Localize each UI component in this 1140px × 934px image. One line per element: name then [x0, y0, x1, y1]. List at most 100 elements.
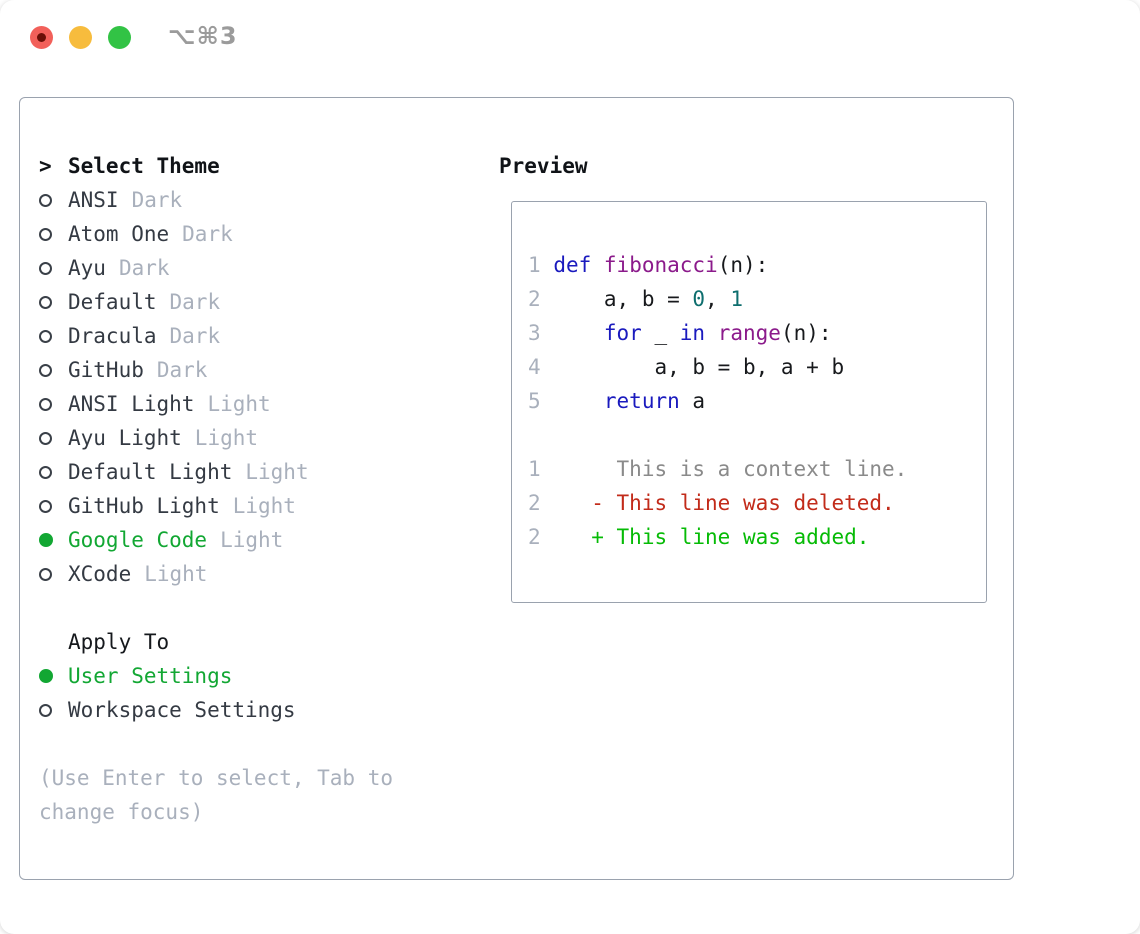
theme-option[interactable]: ANSI Dark [39, 183, 393, 217]
code-token: def [553, 253, 592, 277]
code-token: (n): [780, 321, 832, 345]
theme-variant-label: Dark [131, 188, 183, 212]
code-token: in [679, 321, 706, 345]
theme-option[interactable]: GitHub Dark [39, 353, 393, 387]
theme-name: XCode [68, 562, 132, 586]
theme-variant-label: Light [232, 494, 296, 518]
apply-to-option[interactable]: Workspace Settings [39, 693, 393, 727]
code-token: 1 [730, 287, 743, 311]
radio-icon [39, 397, 52, 411]
code-token: (n): [717, 253, 769, 277]
line-number: 5 [528, 389, 541, 413]
theme-variant-label: Dark [156, 358, 208, 382]
radio-icon [39, 329, 52, 343]
apply-to-label: Workspace Settings [68, 698, 296, 722]
code-token [553, 321, 604, 345]
line-number: 2 [528, 491, 541, 515]
diff-line: 1 This is a context line. [528, 452, 986, 486]
radio-icon [39, 431, 52, 445]
radio-selected-icon [39, 533, 53, 547]
code-token: return [603, 389, 680, 413]
radio-marker [39, 227, 68, 241]
close-button[interactable] [30, 26, 53, 49]
radio-marker [39, 193, 68, 207]
code-token: 0 [692, 287, 706, 311]
spacer [39, 727, 393, 761]
code-line: 4 a, b = b, a + b [528, 350, 986, 384]
code-token: a, b = b, a + b [553, 355, 845, 379]
radio-icon [39, 193, 52, 207]
radio-marker [39, 669, 68, 683]
code-line: 3 for _ in range(n): [528, 316, 986, 350]
theme-option[interactable]: XCode Light [39, 557, 393, 591]
blank-line [528, 418, 986, 452]
hint-text-line-1: (Use Enter to select, Tab to [39, 766, 394, 790]
radio-icon [39, 261, 52, 275]
radio-marker [39, 431, 68, 445]
radio-marker [39, 295, 68, 309]
radio-icon [39, 465, 52, 479]
code-token: _ [641, 321, 680, 345]
close-button-dot-icon [37, 33, 46, 42]
radio-icon [39, 227, 52, 241]
radio-icon [39, 567, 52, 581]
apply-to-title: Apply To [68, 630, 170, 654]
hint-text-line-2: change focus) [39, 800, 204, 824]
theme-name: Ayu [68, 256, 106, 280]
code-token: for [603, 321, 642, 345]
minimize-button[interactable] [69, 26, 92, 49]
diff-text: This is a context line. [553, 457, 908, 481]
diff-text: + This line was added. [553, 525, 870, 549]
select-theme-title: Select Theme [68, 154, 220, 178]
spacer [39, 591, 393, 625]
theme-name: Google Code [68, 528, 208, 552]
apply-to-option[interactable]: User Settings [39, 659, 393, 693]
theme-option[interactable]: Atom One Dark [39, 217, 393, 251]
code-token [553, 389, 604, 413]
theme-name: Dracula [68, 324, 157, 348]
radio-marker [39, 499, 68, 513]
radio-marker [39, 329, 68, 343]
diff-line: 2 + This line was added. [528, 520, 986, 554]
line-number: 1 [528, 253, 541, 277]
window-title: ⌥⌘3 [168, 22, 238, 50]
theme-name: Ayu Light [68, 426, 182, 450]
code-token: a, b = [553, 287, 693, 311]
code-token [705, 321, 718, 345]
radio-marker [39, 465, 68, 479]
zoom-button[interactable] [108, 26, 131, 49]
code-token: fibonacci [603, 253, 718, 277]
theme-name: Atom One [68, 222, 170, 246]
line-number: 2 [528, 525, 541, 549]
apply-to-header: Apply To [39, 625, 393, 659]
theme-variant-label: Dark [182, 222, 233, 246]
theme-name: ANSI [68, 188, 119, 212]
radio-icon [39, 295, 52, 309]
preview-title: Preview [499, 154, 588, 178]
code-token [591, 253, 604, 277]
diff-text: - This line was deleted. [553, 491, 895, 515]
line-number: 1 [528, 457, 541, 481]
radio-marker [39, 363, 68, 377]
apply-to-label: User Settings [68, 664, 233, 688]
code-token: a [679, 389, 706, 413]
theme-variant-label: Light [144, 562, 208, 586]
theme-name: Default Light [68, 460, 233, 484]
theme-name: GitHub [68, 358, 144, 382]
theme-variant-label: Dark [169, 290, 221, 314]
code-line: 1 def fibonacci(n): [528, 248, 986, 282]
radio-icon [39, 499, 52, 513]
